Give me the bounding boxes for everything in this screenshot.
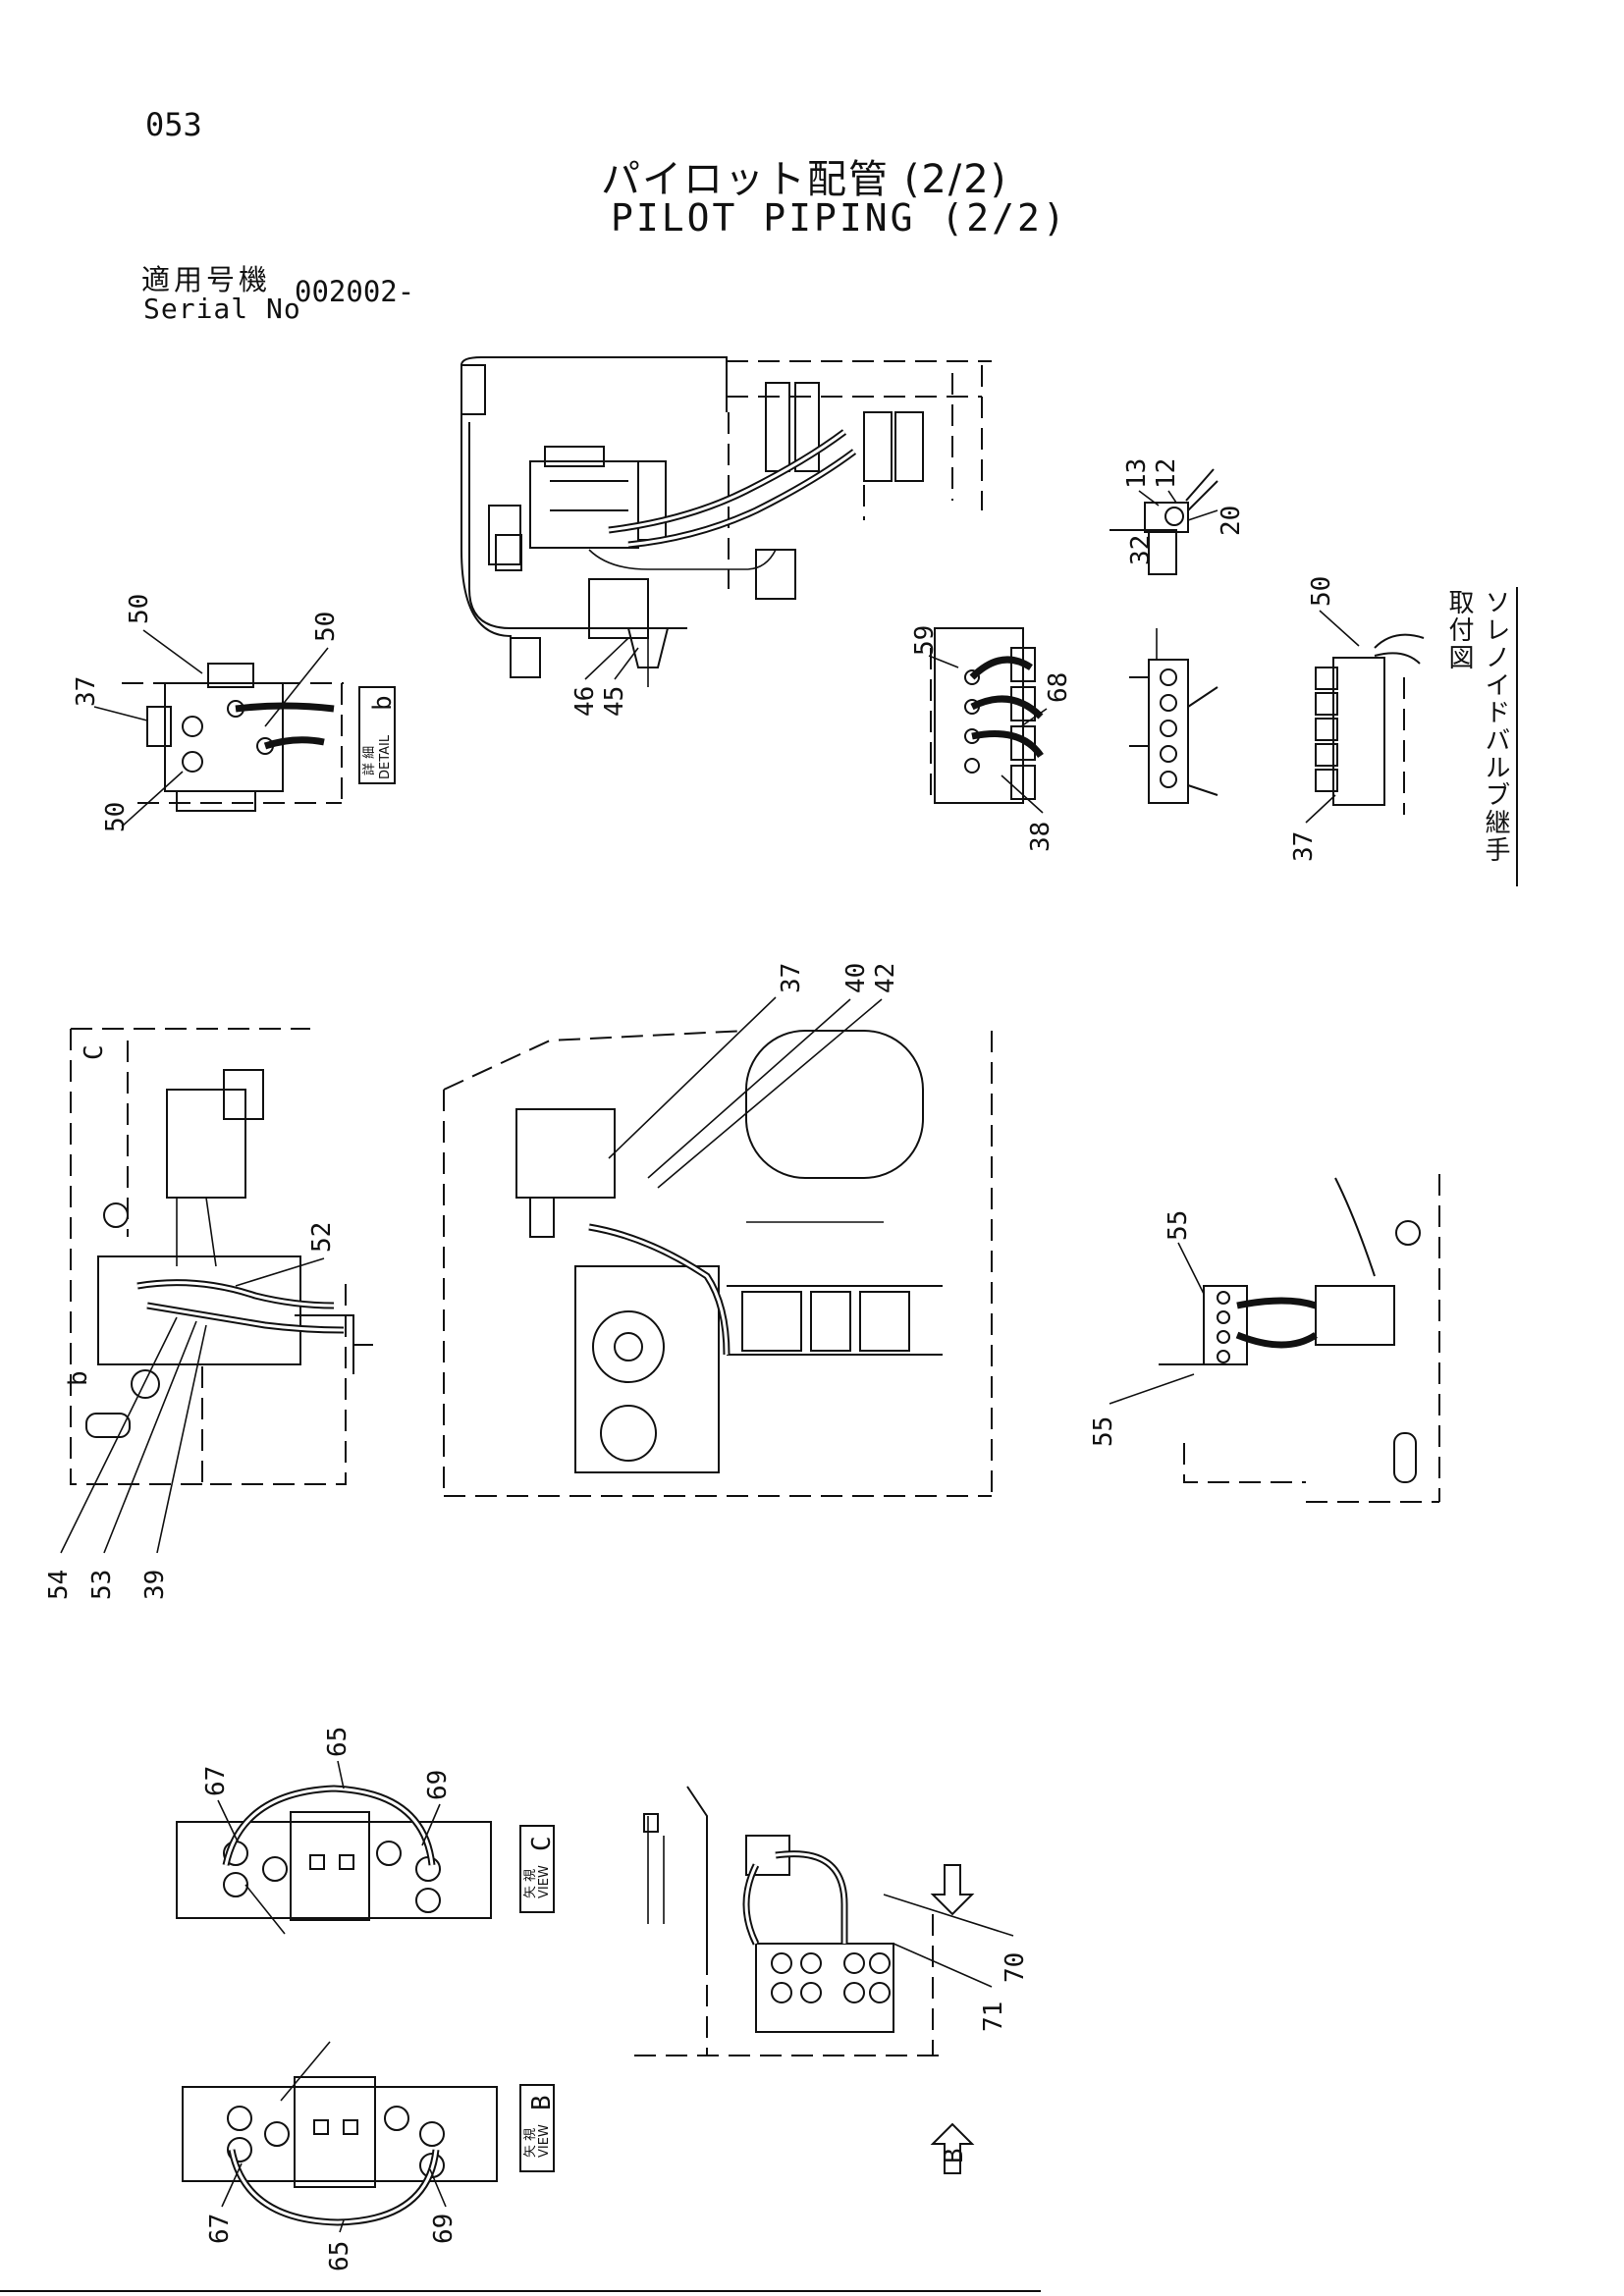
callout-71: 71	[979, 2002, 1008, 2032]
callout-54: 54	[44, 1570, 74, 1600]
detail-b-label-box	[358, 686, 396, 784]
callout-50-right: 50	[1307, 576, 1336, 607]
callout-70: 70	[1001, 1952, 1030, 1983]
callout-50-detail-top: 50	[125, 594, 154, 624]
title-english: PILOT PIPING (2/2)	[611, 196, 1068, 240]
callout-69-view-b: 69	[429, 2214, 459, 2244]
bottom-center-assembly	[634, 1786, 939, 2056]
view-arrow-b-letter: B	[940, 2148, 969, 2163]
callout-52: 52	[307, 1222, 337, 1253]
callout-32: 32	[1126, 535, 1156, 565]
detail-b-en: DETAIL	[378, 734, 393, 779]
view-c-assembly	[176, 1785, 492, 1935]
solenoid-fitting-detail	[1110, 468, 1218, 575]
callout-37-detail: 37	[72, 676, 101, 707]
view-b-letter: B	[527, 2095, 557, 2110]
callout-45: 45	[600, 686, 629, 717]
callout-67-view-c: 67	[201, 1766, 231, 1796]
view-arrow-b: B	[930, 2122, 975, 2174]
detail-b-assembly	[122, 663, 344, 812]
callout-50-detail-bottom: 50	[101, 802, 131, 832]
callout-55-top: 55	[1164, 1210, 1193, 1241]
callout-40: 40	[841, 963, 871, 993]
view-b-ja: 矢 視	[523, 2128, 538, 2158]
callout-13: 13	[1122, 458, 1152, 489]
view-c-mark: C	[80, 1044, 109, 1060]
view-b-en: VIEW	[537, 2124, 552, 2158]
title-japanese: パイロット配管 (2/2)	[601, 157, 1008, 202]
callout-69-view-c: 69	[423, 1770, 453, 1800]
top-main-assembly	[460, 356, 992, 687]
page-number: 053	[145, 106, 202, 143]
callout-50-detail-right: 50	[311, 612, 341, 642]
side-note-rule	[1516, 587, 1518, 886]
callout-46: 46	[570, 686, 600, 717]
callout-53: 53	[87, 1570, 117, 1600]
serial-label-english: Serial No	[143, 293, 301, 325]
callout-37-mid: 37	[777, 963, 806, 993]
callout-59: 59	[910, 625, 940, 656]
mid-left-assembly	[70, 1028, 373, 1485]
callout-38: 38	[1026, 822, 1056, 852]
detail-b-letter: b	[368, 695, 398, 711]
view-arrow-c	[930, 1864, 975, 1916]
mid-center-assembly	[443, 1030, 993, 1497]
solenoid-valve-left	[930, 627, 1044, 805]
view-c-ja: 矢 視	[523, 1869, 538, 1898]
solenoid-fitting-note: ソレノイドバルブ継手取付図	[1444, 589, 1510, 864]
solenoid-valve-center	[1129, 628, 1218, 804]
callout-67-view-b: 67	[205, 2214, 235, 2244]
callout-65-view-c: 65	[323, 1727, 352, 1757]
page-bottom-rule	[0, 2290, 1041, 2292]
view-c-letter: C	[527, 1836, 557, 1851]
serial-number-value: 002002-	[295, 275, 415, 308]
callout-12: 12	[1152, 458, 1181, 489]
view-b-label-box	[519, 2084, 555, 2172]
callout-20: 20	[1217, 506, 1246, 536]
view-b-assembly	[182, 2041, 498, 2226]
callout-42: 42	[871, 963, 900, 993]
callout-65-view-b: 65	[325, 2241, 354, 2271]
view-c-label-box	[519, 1825, 555, 1913]
mid-right-assembly	[1159, 1174, 1440, 1503]
callout-68: 68	[1044, 672, 1073, 703]
solenoid-valve-right	[1315, 633, 1425, 815]
view-c-en: VIEW	[537, 1865, 552, 1898]
callout-37-right: 37	[1289, 831, 1319, 862]
detail-b-ja: 詳 細	[361, 746, 377, 775]
detail-b-mark: b	[64, 1370, 93, 1386]
callout-39: 39	[140, 1570, 170, 1600]
callout-55-bottom: 55	[1089, 1416, 1118, 1447]
serial-label-japanese: 適用号機	[141, 263, 272, 296]
